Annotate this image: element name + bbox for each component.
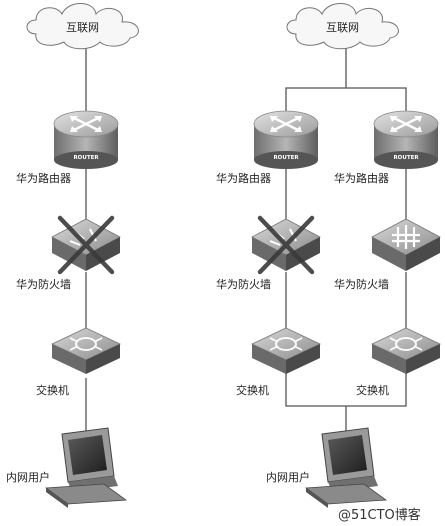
firewall-label-left: 华为防火墙 (16, 278, 71, 291)
switch-label-left: 交换机 (36, 384, 69, 397)
switch-label-right-b: 交换机 (356, 384, 389, 397)
firewall-label-right-b: 华为防火墙 (334, 278, 389, 291)
switch-icon (371, 327, 441, 374)
cloud-icon (286, 3, 399, 50)
switch-icon (51, 327, 121, 374)
switch-icon (251, 327, 321, 374)
internet-label-left: 互联网 (66, 21, 99, 34)
cloud-icon (26, 3, 139, 50)
link-bus-routers (285, 87, 407, 112)
firewall-label-right-a: 华为防火墙 (216, 278, 271, 291)
router-icon: ROUTER (253, 110, 319, 169)
failure-cross-icon (257, 215, 315, 275)
router-icon: ROUTER (373, 110, 439, 169)
router-badge: ROUTER (273, 155, 299, 161)
user-label-left: 内网用户 (6, 471, 50, 484)
computer-icon (44, 427, 128, 508)
router-badge: ROUTER (73, 155, 99, 161)
router-badge: ROUTER (393, 155, 419, 161)
router-icon: ROUTER (53, 110, 119, 169)
switch-label-right-a: 交换机 (236, 384, 269, 397)
firewall-icon (371, 218, 441, 271)
router-label-left: 华为路由器 (16, 172, 71, 185)
failure-cross-icon (57, 215, 115, 275)
right-links (285, 46, 407, 432)
computer-icon (304, 427, 388, 508)
internet-label-right: 互联网 (326, 21, 359, 34)
watermark: @51CTO博客 (338, 508, 421, 523)
user-label-right: 内网用户 (266, 471, 310, 484)
router-label-right-a: 华为路由器 (216, 172, 271, 185)
router-label-right-b: 华为路由器 (334, 172, 389, 185)
